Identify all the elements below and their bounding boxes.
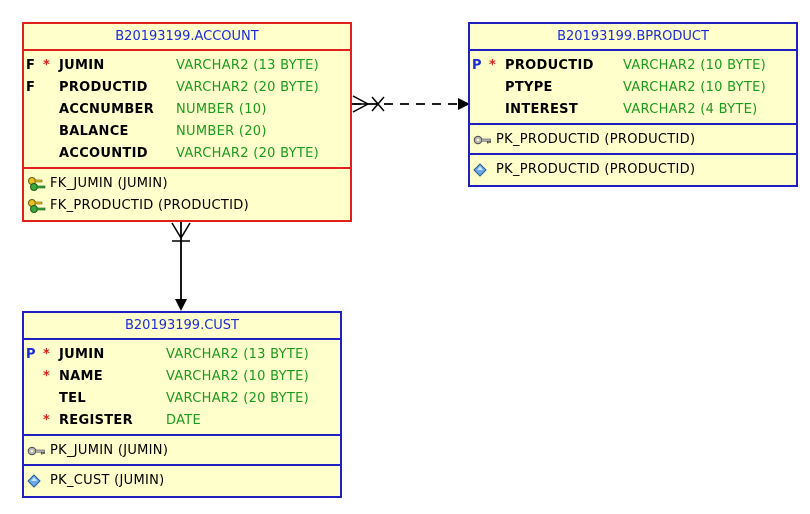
column-row[interactable]: P * PRODUCTID VARCHAR2 (10 BYTE): [470, 55, 796, 77]
column-list: P * JUMIN VARCHAR2 (13 BYTE) * NAME VARC…: [24, 340, 340, 436]
column-type: VARCHAR2 (13 BYTE): [166, 347, 310, 362]
key-flag: P: [472, 58, 482, 73]
column-row[interactable]: INTEREST VARCHAR2 (4 BYTE): [470, 99, 796, 121]
relation-account-cust[interactable]: [171, 222, 191, 311]
fk-key-pair-icon: [27, 198, 47, 222]
required-mark: *: [43, 347, 50, 362]
index-row[interactable]: PK_PRODUCTID (PRODUCTID): [470, 159, 796, 181]
column-row[interactable]: F * JUMIN VARCHAR2 (13 BYTE): [24, 55, 350, 77]
primary-key-row[interactable]: PK_JUMIN (JUMIN): [24, 440, 340, 462]
column-name: INTEREST: [505, 102, 578, 117]
table-cust[interactable]: B20193199.CUST P * JUMIN VARCHAR2 (13 BY…: [22, 311, 342, 498]
column-name: JUMIN: [59, 347, 105, 362]
column-type: VARCHAR2 (10 BYTE): [623, 58, 767, 73]
column-name: ACCOUNTID: [59, 146, 148, 161]
foreign-key-list: FK_JUMIN (JUMIN) FK_PRODUCTID (PRODUCTID…: [24, 169, 350, 219]
column-type: NUMBER (10): [176, 102, 267, 117]
foreign-key-row[interactable]: FK_PRODUCTID (PRODUCTID): [24, 195, 350, 217]
column-name: REGISTER: [59, 413, 133, 428]
required-mark: *: [43, 58, 50, 73]
column-type: DATE: [166, 413, 202, 428]
primary-key-label: PK_JUMIN (JUMIN): [50, 443, 169, 458]
column-row[interactable]: BALANCE NUMBER (20): [24, 121, 350, 143]
column-name: TEL: [59, 391, 86, 406]
table-account[interactable]: B20193199.ACCOUNT F * JUMIN VARCHAR2 (13…: [22, 22, 352, 222]
required-mark: *: [43, 413, 50, 428]
primary-key-label: PK_PRODUCTID (PRODUCTID): [496, 132, 696, 147]
table-title: B20193199.CUST: [24, 313, 340, 340]
key-flag: F: [26, 80, 35, 95]
column-row[interactable]: TEL VARCHAR2 (20 BYTE): [24, 388, 340, 410]
table-bproduct[interactable]: B20193199.BPRODUCT P * PRODUCTID VARCHAR…: [468, 22, 798, 187]
required-mark: *: [43, 369, 50, 384]
column-type: VARCHAR2 (4 BYTE): [623, 102, 758, 117]
fk-key-pair-icon: [27, 176, 47, 200]
index-list: PK_PRODUCTID (PRODUCTID): [470, 155, 796, 183]
table-title: B20193199.BPRODUCT: [470, 24, 796, 51]
key-flag: P: [26, 347, 36, 362]
column-list: F * JUMIN VARCHAR2 (13 BYTE) F PRODUCTID…: [24, 51, 350, 169]
primary-key-row[interactable]: PK_PRODUCTID (PRODUCTID): [470, 129, 796, 151]
index-row[interactable]: PK_CUST (JUMIN): [24, 470, 340, 492]
primary-key-list: PK_JUMIN (JUMIN): [24, 436, 340, 466]
column-name: NAME: [59, 369, 103, 384]
column-type: VARCHAR2 (20 BYTE): [176, 146, 320, 161]
index-diamond-icon: [473, 162, 493, 186]
column-row[interactable]: F PRODUCTID VARCHAR2 (20 BYTE): [24, 77, 350, 99]
column-type: VARCHAR2 (10 BYTE): [166, 369, 310, 384]
index-diamond-icon: [27, 473, 47, 497]
column-name: PRODUCTID: [59, 80, 148, 95]
column-row[interactable]: ACCOUNTID VARCHAR2 (20 BYTE): [24, 143, 350, 165]
column-row[interactable]: P * JUMIN VARCHAR2 (13 BYTE): [24, 344, 340, 366]
required-mark: *: [489, 58, 496, 73]
index-label: PK_CUST (JUMIN): [50, 473, 165, 488]
pk-key-icon: [27, 443, 47, 467]
column-name: JUMIN: [59, 58, 105, 73]
index-list: PK_CUST (JUMIN): [24, 466, 340, 494]
column-row[interactable]: ACCNUMBER NUMBER (10): [24, 99, 350, 121]
column-type: VARCHAR2 (13 BYTE): [176, 58, 320, 73]
column-name: BALANCE: [59, 124, 129, 139]
column-type: VARCHAR2 (20 BYTE): [166, 391, 310, 406]
column-list: P * PRODUCTID VARCHAR2 (10 BYTE) PTYPE V…: [470, 51, 796, 125]
column-type: VARCHAR2 (20 BYTE): [176, 80, 320, 95]
primary-key-list: PK_PRODUCTID (PRODUCTID): [470, 125, 796, 155]
foreign-key-row[interactable]: FK_JUMIN (JUMIN): [24, 173, 350, 195]
column-type: NUMBER (20): [176, 124, 267, 139]
column-row[interactable]: * NAME VARCHAR2 (10 BYTE): [24, 366, 340, 388]
column-row[interactable]: * REGISTER DATE: [24, 410, 340, 432]
column-row[interactable]: PTYPE VARCHAR2 (10 BYTE): [470, 77, 796, 99]
relation-account-bproduct[interactable]: [352, 95, 470, 113]
key-flag: F: [26, 58, 35, 73]
table-title: B20193199.ACCOUNT: [24, 24, 350, 51]
foreign-key-label: FK_PRODUCTID (PRODUCTID): [50, 198, 249, 213]
foreign-key-label: FK_JUMIN (JUMIN): [50, 176, 168, 191]
index-label: PK_PRODUCTID (PRODUCTID): [496, 162, 696, 177]
column-name: PTYPE: [505, 80, 553, 95]
pk-key-icon: [473, 132, 493, 156]
column-name: ACCNUMBER: [59, 102, 155, 117]
column-type: VARCHAR2 (10 BYTE): [623, 80, 767, 95]
column-name: PRODUCTID: [505, 58, 594, 73]
